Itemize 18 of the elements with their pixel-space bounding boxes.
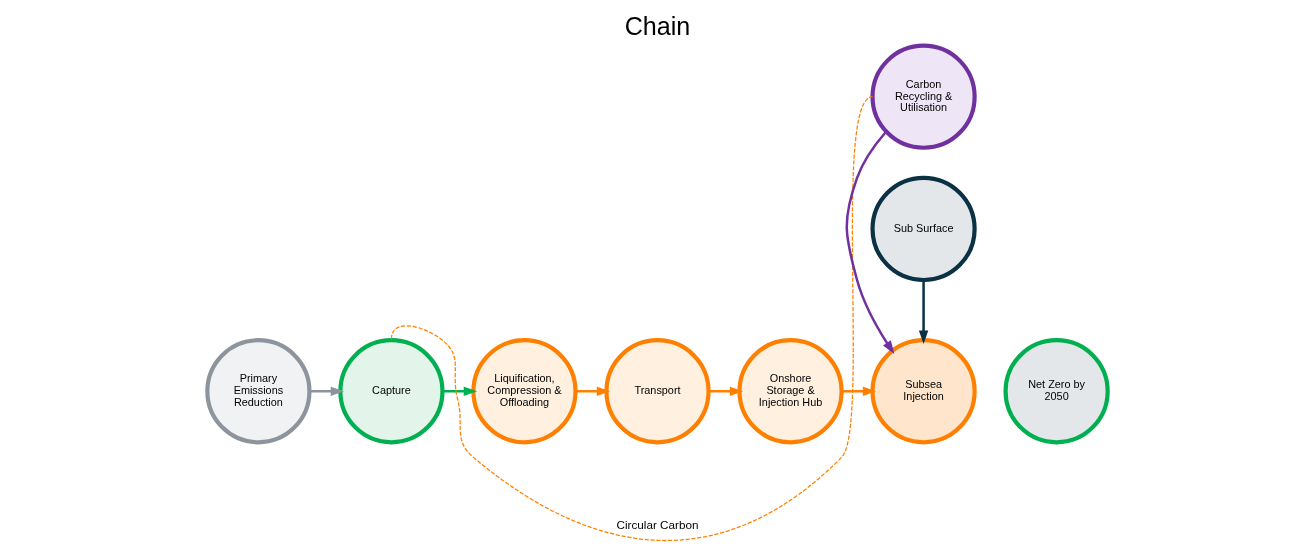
node-circle: Net Zero by 2050: [1003, 338, 1110, 445]
node-circle: Liquification, Compression & Offloading: [471, 338, 578, 445]
node-circle: Sub Surface: [870, 175, 977, 283]
connector: [390, 96, 874, 542]
node-circle: Carbon Recycling & Utilisation: [870, 43, 977, 150]
node-circle: Onshore Storage & Injection Hub: [737, 338, 844, 445]
node-circle: Primary Emissions Reduction: [205, 338, 312, 445]
arrow: [309, 386, 345, 396]
arrow: [575, 386, 611, 396]
node-circle: Transport: [604, 338, 711, 445]
edge-label: Circular Carbon: [616, 518, 699, 532]
diagram-title: Chain: [624, 11, 691, 40]
arrow: [442, 386, 478, 396]
arrow: [918, 280, 929, 344]
arrow: [708, 386, 744, 396]
arrow: [841, 386, 877, 396]
arrow: [845, 130, 895, 355]
node-circle: Capture: [338, 338, 445, 445]
